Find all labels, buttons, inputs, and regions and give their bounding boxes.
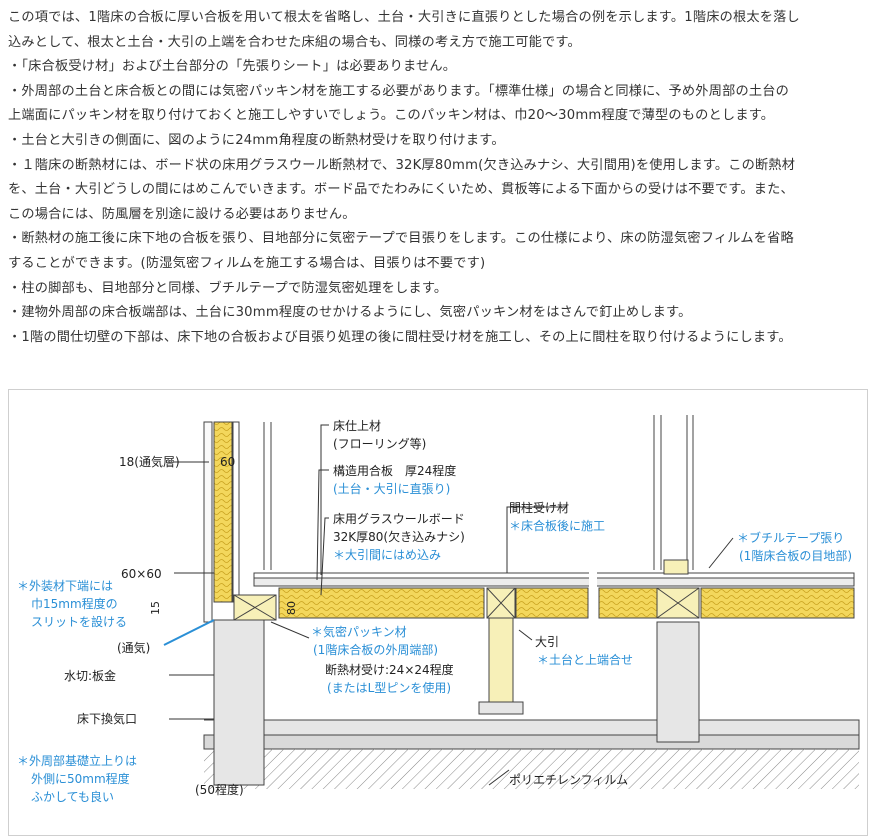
paragraph-line: 込みとして、根太と土台・大引の上端を合わせた床組の場合も、同様の考え方で施工可能… bbox=[8, 34, 581, 50]
paragraph-line: ・柱の脚部も、目地部分と同様、ブチルテープで防湿気密処理をします。 bbox=[8, 280, 448, 296]
label-ventilation: (通気) bbox=[117, 640, 150, 655]
label-exterior-2: 巾15mm程度の bbox=[31, 596, 118, 611]
label-structural-note: (土台・大引に直張り) bbox=[333, 481, 450, 496]
paragraph-line: ・1階の間仕切壁の下部は、床下地の合板および目張り処理の後に間柱受け材を施工し、… bbox=[8, 329, 792, 345]
label-gw-note: ＊大引間にはめ込み bbox=[333, 548, 441, 562]
sill-cross bbox=[656, 587, 700, 619]
label-polyethylene: ポリエチレンフィルム bbox=[509, 773, 628, 787]
paragraph-line: 上端面にパッキン材を取り付けておくと施工しやすいでしょう。このパッキン材は、巾2… bbox=[8, 108, 775, 124]
floor-gw-board bbox=[515, 587, 589, 619]
floor-gw-board bbox=[700, 587, 855, 619]
label-approx-50: (50程度) bbox=[195, 782, 244, 797]
floor-finish bbox=[253, 572, 855, 579]
paragraph-line: ・建物外周部の床合板端部は、土台に30mm程度のせかけるようにし、気密パッキン材… bbox=[8, 305, 692, 321]
paragraph-line: この項では、1階床の合板に厚い合板を用いて根太を省略し、土台・大引きに直張りとし… bbox=[8, 10, 800, 25]
label-exterior-3: スリットを設ける bbox=[31, 614, 127, 629]
label-base-3: ふかしても良い bbox=[31, 789, 114, 804]
label-structural-plywood: 構造用合板 厚24程度 bbox=[333, 463, 456, 478]
paragraph-line: することができます。(防湿気密フィルムを施工する場合は、目張りは不要です) bbox=[8, 255, 486, 271]
exterior-siding bbox=[203, 421, 213, 623]
paragraph-line: ・「床合板受け材」および土台部分の「先張りシート」は必要ありません。 bbox=[8, 59, 457, 75]
floor-post bbox=[488, 617, 514, 703]
label-base-1: ＊外周部基礎立上りは bbox=[17, 753, 137, 768]
paragraph-line: この場合には、防風層を別途に設ける必要はありません。 bbox=[8, 206, 356, 222]
label-airtight-note: (1階床合板の外周端部) bbox=[313, 642, 438, 657]
label-base-2: 外側に50mm程度 bbox=[31, 771, 130, 786]
label-80: 80 bbox=[285, 601, 298, 615]
label-floor-finish: 床仕上材 bbox=[333, 419, 381, 433]
break-gap bbox=[589, 560, 597, 630]
gravel-layer bbox=[203, 734, 860, 750]
wall-insulation bbox=[213, 421, 233, 603]
wall-board bbox=[232, 421, 240, 603]
paragraph-line: ・１階床の断熱材には、ボード状の床用グラスウール断熱材で、32K厚80mm(欠き… bbox=[8, 157, 796, 173]
label-15: 15 bbox=[149, 601, 162, 615]
label-butyl-note: (1階床合板の目地部) bbox=[739, 548, 852, 563]
label-underfloor-vent: 床下換気口 bbox=[77, 711, 137, 726]
floor-plywood bbox=[253, 577, 855, 587]
label-airtight-packing: ＊気密パッキン材 bbox=[311, 624, 407, 639]
interior-foundation bbox=[656, 621, 700, 743]
body-text: この項では、1階床の合板に厚い合板を用いて根太を省略し、土台・大引きに直張りとし… bbox=[8, 6, 868, 350]
label-butyl-tape: ＊ブチルテープ張り bbox=[737, 530, 844, 545]
sill-cross bbox=[233, 594, 277, 621]
vent-arrow bbox=[163, 619, 215, 646]
label-ohbiki: 大引 bbox=[535, 635, 559, 649]
soil-hatch bbox=[204, 749, 859, 789]
leader-lines bbox=[169, 424, 734, 786]
floor-gw-board bbox=[598, 587, 658, 619]
diagram-svg: 18(通気層) 60 60×60 15 80 床仕上材 (フローリング等) 構造… bbox=[17, 415, 860, 804]
moisture-concrete bbox=[263, 719, 860, 736]
perimeter-foundation bbox=[213, 619, 265, 786]
label-stud-note: ＊床合板後に施工 bbox=[509, 518, 605, 533]
paragraph-line: ・土台と大引きの側面に、図のように24mm角程度の断熱材受けを取り付けます。 bbox=[8, 132, 505, 148]
label-air-layer: 18(通気層) bbox=[119, 454, 180, 469]
label-gw-board: 床用グラスウールボード bbox=[333, 512, 465, 526]
label-insul-receiver-note: (またはL型ピンを使用) bbox=[327, 680, 451, 695]
label-floor-finish-note: (フローリング等) bbox=[333, 437, 426, 451]
label-insul-receiver: 断熱材受け:24×24程度 bbox=[325, 662, 454, 677]
label-stud-receiver: 間柱受け材 bbox=[509, 500, 569, 515]
label-60x60: 60×60 bbox=[121, 567, 162, 581]
paragraph-line: ・断熱材の施工後に床下地の合板を張り、目地部分に気密テープで目張りをします。この… bbox=[8, 231, 794, 247]
label-flashing: 水切:板金 bbox=[64, 668, 116, 683]
paragraph-line: を、土台・大引どうしの間にはめこんでいきます。ボード品でたわみにくいため、貫板等… bbox=[8, 182, 794, 198]
paragraph-line: ・外周部の土台と床合板との間には気密パッキン材を施工する必要があります。「標準仕… bbox=[8, 83, 790, 99]
floor-gw-board bbox=[278, 587, 485, 619]
label-60: 60 bbox=[220, 455, 235, 469]
stud-receiver bbox=[663, 559, 689, 575]
label-gw-spec: 32K厚80(欠き込みナシ) bbox=[333, 529, 465, 544]
label-exterior-1: ＊外装材下端には bbox=[17, 579, 113, 593]
beam-cross bbox=[486, 587, 516, 619]
floor-section-diagram: 18(通気層) 60 60×60 15 80 床仕上材 (フローリング等) 構造… bbox=[8, 389, 868, 836]
post-footing bbox=[478, 701, 524, 715]
label-ohbiki-note: ＊土台と上端合せ bbox=[537, 652, 633, 667]
